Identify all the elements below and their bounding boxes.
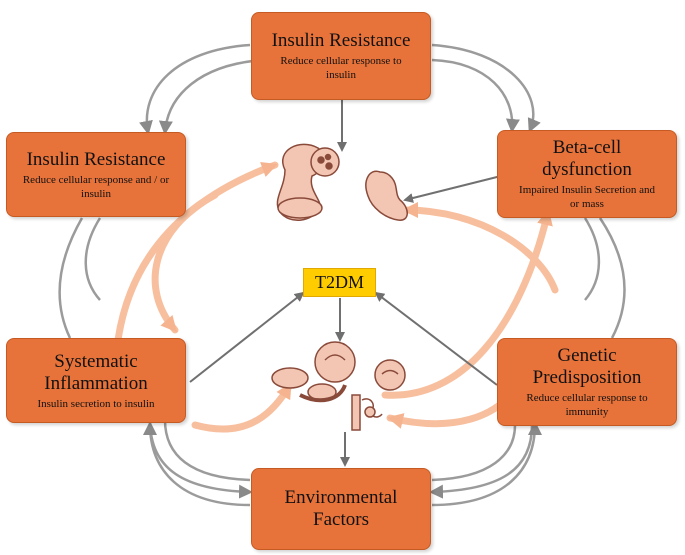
node-environmental-factors: Environmental Factors <box>251 468 431 550</box>
node-subtitle: Reduce cellular response and / or insuli… <box>22 173 170 200</box>
node-title: Insulin Resistance <box>26 148 166 170</box>
center-t2dm: T2DM <box>303 268 376 297</box>
node-title-line2: Factors <box>313 509 369 530</box>
node-beta-cell-dysfunction: Beta-cell dysfunction Impaired Insulin S… <box>497 130 677 218</box>
node-title-line1: Environmental <box>284 487 398 508</box>
gray-arrows <box>189 100 506 467</box>
node-title-line2: Predisposition <box>532 367 642 388</box>
node-subtitle: Reduce cellular response to immunity <box>526 392 648 418</box>
node-title-line1: Beta-cell <box>552 137 622 158</box>
intestine-illustration <box>271 341 406 431</box>
orange-sweep-arrows <box>114 161 559 433</box>
node-genetic-predisposition: Genetic Predisposition Reduce cellular r… <box>497 338 677 426</box>
node-title-line1: Systematic <box>54 350 138 372</box>
node-insulin-resistance-left: Insulin Resistance Reduce cellular respo… <box>6 132 186 217</box>
node-subtitle: Reduce cellular response to insulin <box>280 55 402 81</box>
outer-ring <box>58 43 626 507</box>
pancreas-illustration <box>276 143 408 221</box>
node-insulin-resistance-top: Insulin Resistance Reduce cellular respo… <box>251 12 431 100</box>
node-title-line2: Inflammation <box>44 372 148 394</box>
node-title-line1: Genetic <box>557 345 617 366</box>
node-subtitle: Impaired Insulin Secretion and or mass <box>519 184 655 210</box>
node-subtitle: Insulin secretion to insulin <box>37 397 155 410</box>
node-systematic-inflammation: Systematic Inflammation Insulin secretio… <box>6 338 186 423</box>
node-title: Insulin Resistance <box>271 30 411 51</box>
node-title-line2: dysfunction <box>542 159 632 180</box>
